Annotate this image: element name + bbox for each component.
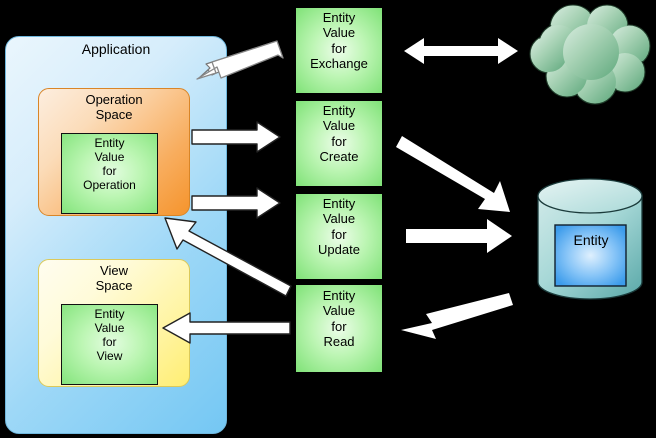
entity-value-for-update-box	[296, 194, 382, 279]
entity-value-for-view-box	[61, 304, 158, 385]
entity-value-for-operation-box	[61, 133, 158, 214]
arrow-database-read	[401, 293, 513, 339]
arrow-create-database	[396, 136, 510, 212]
entity-value-for-exchange-box	[296, 8, 382, 93]
entity-value-for-create-box	[296, 101, 382, 186]
cloud-icon	[529, 4, 651, 105]
database-cylinder-icon	[537, 178, 643, 300]
arrow-exchange-cloud	[404, 38, 518, 64]
entity-value-for-read-box	[296, 285, 382, 372]
arrow-update-database	[406, 219, 512, 253]
